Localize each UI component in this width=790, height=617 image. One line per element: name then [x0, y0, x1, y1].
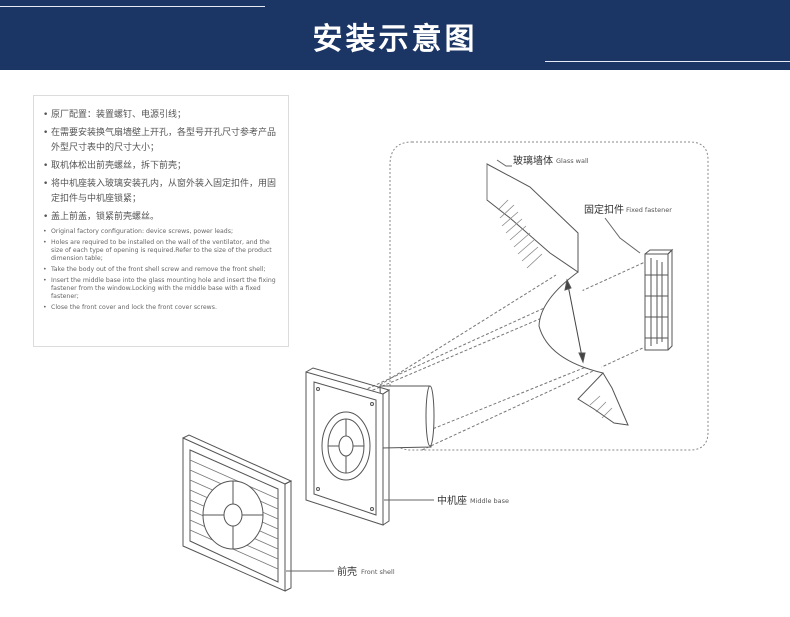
note-zh-item: 取机体松出前壳螺丝，拆下前壳； — [43, 159, 280, 174]
banner-accent-line-top — [0, 6, 265, 7]
note-en-item: Holes are required to be installed on th… — [43, 239, 280, 263]
label-front-shell-zh: 前壳 — [337, 565, 357, 578]
notes-en-list: Original factory configuration: device s… — [43, 228, 280, 312]
label-glass-wall-en: Glass wall — [556, 157, 589, 165]
label-fixed-fastener-en: Fixed fastener — [626, 206, 672, 214]
page-title: 安装示意图 — [312, 22, 478, 57]
note-en-item: Insert the middle base into the glass mo… — [43, 277, 280, 301]
fixed-fastener — [644, 248, 674, 351]
label-middle-base-en: Middle base — [470, 497, 509, 505]
label-glass-wall-zh: 玻璃墙体 — [513, 154, 553, 167]
diameter-arrow — [566, 279, 584, 363]
note-zh-item: 盖上前盖，锁紧前壳螺丝。 — [43, 210, 280, 225]
note-en-item: Take the body out of the front shell scr… — [43, 266, 280, 274]
glass-wall-opening — [538, 271, 604, 374]
note-zh-item: 将中机座装入玻璃安装孔内，从窗外装入固定扣件，用固定扣件与中机座锁紧； — [43, 177, 280, 207]
middle-base — [305, 367, 435, 526]
note-en-item: Close the front cover and lock the front… — [43, 304, 280, 312]
note-en-item: Original factory configuration: device s… — [43, 228, 280, 236]
glass-wall-upper — [486, 163, 579, 273]
leader-glass-wall — [496, 159, 512, 167]
label-front-shell-en: Front shell — [361, 568, 395, 576]
glass-wall-lower — [577, 372, 629, 426]
header-banner: 安装示意图 — [0, 0, 790, 70]
note-zh-item: 在需要安装换气扇墙壁上开孔，各型号开孔尺寸参考产品外型尺寸表中的尺寸大小； — [43, 126, 280, 156]
notes-zh-list: 原厂配置：装置螺钉、电源引线； 在需要安装换气扇墙壁上开孔，各型号开孔尺寸参考产… — [43, 108, 280, 225]
label-middle-base-zh: 中机座 — [437, 494, 467, 507]
installation-notes-box: 原厂配置：装置螺钉、电源引线； 在需要安装换气扇墙壁上开孔，各型号开孔尺寸参考产… — [33, 95, 289, 347]
leader-fixed-fastener — [604, 217, 641, 254]
note-zh-item: 原厂配置：装置螺钉、电源引线； — [43, 108, 280, 123]
front-shell — [182, 434, 293, 592]
label-fixed-fastener-zh: 固定扣件 — [584, 203, 624, 216]
detail-dotted-outline — [389, 141, 709, 451]
banner-accent-line-bottom — [545, 61, 790, 62]
